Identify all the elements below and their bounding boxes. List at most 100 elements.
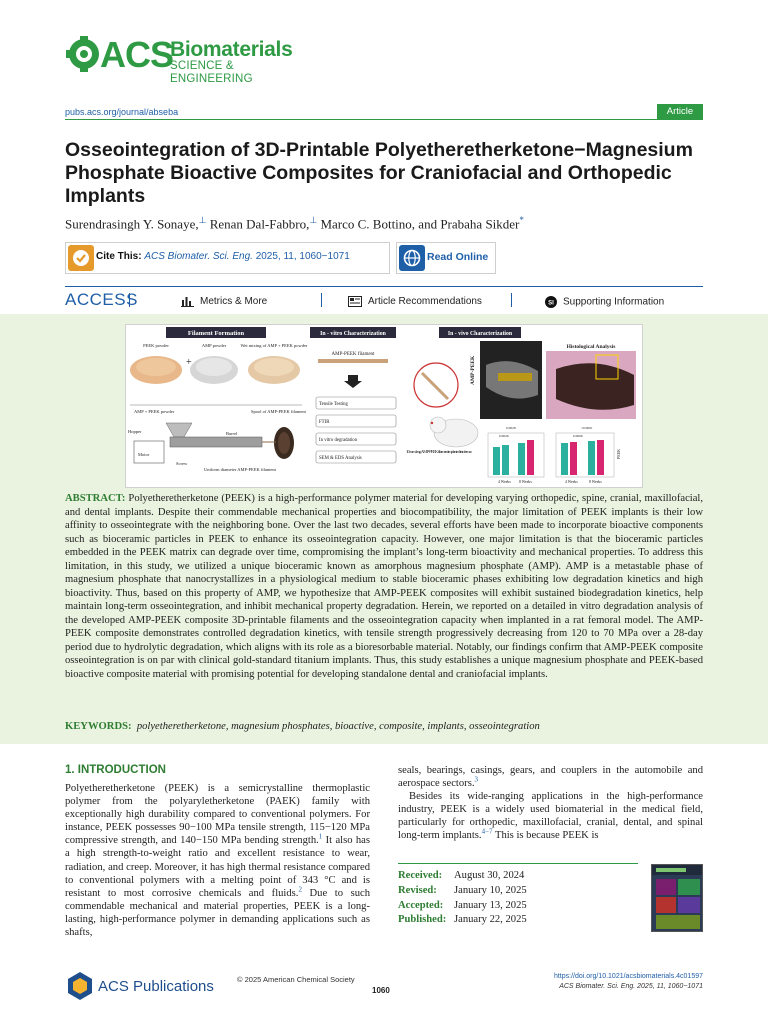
date-label: Accepted: bbox=[398, 899, 444, 911]
date-value: January 13, 2025 bbox=[454, 899, 527, 911]
extruder-label: AMP + PEEK powder bbox=[134, 409, 175, 414]
text-run: seals, bearings, casings, gears, and cou… bbox=[398, 765, 703, 790]
author-list: Surendrasingh Y. Sonaye,⊥ Renan Dal-Fabb… bbox=[65, 215, 705, 232]
abstract: ABSTRACT: Polyetheretherketone (PEEK) is… bbox=[65, 492, 703, 681]
test-label: FTIR bbox=[319, 420, 330, 425]
cite-label: Cite This: bbox=[96, 251, 142, 262]
intro-paragraph: seals, bearings, casings, gears, and cou… bbox=[398, 764, 703, 790]
divider bbox=[511, 293, 512, 307]
reference-link[interactable]: 2 bbox=[298, 885, 302, 894]
test-label: Tensile Testing bbox=[319, 402, 349, 407]
date-label: Revised: bbox=[398, 884, 437, 896]
panel4-title: Histological Analysis bbox=[567, 344, 616, 350]
reference-link[interactable]: 3 bbox=[474, 775, 478, 784]
extruder-label: Uniform diameter AMP-PEEK filament bbox=[204, 467, 277, 472]
degradation-chart: 4 Weeks 8 Weeks 0.0028 0.0026 bbox=[487, 426, 545, 484]
intro-left-column: Polyetheretherketone (PEEK) is a semicry… bbox=[65, 782, 370, 939]
logo-title: Biomaterials bbox=[170, 38, 293, 61]
keywords-label: KEYWORDS: bbox=[65, 721, 132, 732]
page-number: 1060 bbox=[372, 986, 390, 995]
author-name[interactable]: Renan Dal-Fabbro, bbox=[209, 216, 310, 232]
access-rule bbox=[65, 286, 703, 287]
pvalue: 0.0006 bbox=[573, 434, 583, 438]
panel3-title: In - vivo Characterization bbox=[448, 331, 513, 337]
document-icon bbox=[348, 296, 362, 307]
read-online-button[interactable]: Read Online bbox=[396, 242, 496, 274]
pvalue: 0.0026 bbox=[499, 434, 509, 438]
si-icon: SI bbox=[545, 296, 557, 308]
date-row: Published:January 22, 2025 bbox=[398, 913, 638, 928]
acs-hexagon-icon bbox=[66, 36, 99, 72]
cite-this-box[interactable]: Cite This: ACS Biomater. Sci. Eng. 2025,… bbox=[65, 242, 390, 274]
chart-label: 8 Weeks bbox=[519, 480, 532, 484]
acs-publications-icon bbox=[68, 972, 92, 1000]
journal-cover-thumbnail[interactable] bbox=[651, 864, 703, 932]
metrics-label: Metrics & More bbox=[200, 296, 268, 308]
reference-link[interactable]: 4−7 bbox=[481, 827, 493, 836]
publisher-name: ACS Publications bbox=[98, 978, 214, 995]
abstract-text: Polyetheretherketone (PEEK) is a high-pe… bbox=[65, 493, 704, 680]
amp-peek-tag: AMP-PEEK bbox=[470, 355, 476, 385]
logo-subtitle: SCIENCE & ENGINEERING bbox=[170, 60, 253, 85]
dates-rule bbox=[398, 863, 638, 864]
chart-label: 4 Weeks bbox=[498, 480, 511, 484]
metrics-link[interactable]: Metrics & More bbox=[181, 296, 267, 307]
recommendations-link[interactable]: Article Recommendations bbox=[348, 296, 482, 307]
reference-link[interactable]: 1 bbox=[318, 832, 323, 841]
keywords-list[interactable]: polyetheretherketone, magnesium phosphat… bbox=[136, 721, 540, 732]
checkmark-icon bbox=[68, 245, 94, 271]
chart-label: 4 Weeks bbox=[565, 480, 578, 484]
author-mark: ⊥ bbox=[309, 215, 318, 225]
graphical-abstract[interactable]: Filament Formation PEEK powder AMP powde… bbox=[125, 324, 643, 488]
supporting-info-link[interactable]: SI Supporting Information bbox=[545, 296, 664, 308]
cite-journal[interactable]: ACS Biomater. Sci. Eng. bbox=[144, 251, 253, 262]
journal-url-link[interactable]: pubs.acs.org/journal/abseba bbox=[65, 107, 179, 117]
extruder-label: Barrel bbox=[226, 431, 238, 436]
extruder-label: Spool of AMP-PEEK filament bbox=[251, 409, 307, 414]
date-value: January 10, 2025 bbox=[454, 884, 527, 896]
copyright: © 2025 American Chemical Society bbox=[237, 975, 355, 984]
intro-paragraph: Polyetheretherketone (PEEK) is a semicry… bbox=[65, 782, 370, 939]
powder-label: Wet mixing of AMP + PEEK powder bbox=[240, 343, 308, 348]
pvalue: <0.0001 bbox=[581, 426, 593, 430]
extruder-label: Hopper bbox=[128, 429, 142, 434]
pvalue: 0.0028 bbox=[506, 426, 516, 430]
test-label: In vitro degradation bbox=[319, 438, 358, 443]
date-label: Received: bbox=[398, 870, 443, 881]
date-value: August 30, 2024 bbox=[454, 870, 525, 881]
author-name[interactable]: Surendrasingh Y. Sonaye, bbox=[65, 216, 199, 232]
extruder-label: Motor bbox=[138, 452, 150, 457]
date-row: Received: August 30, 2024 bbox=[398, 869, 638, 884]
divider bbox=[129, 293, 130, 307]
access-label: ACCESS bbox=[65, 290, 138, 309]
acs-publications-logo[interactable]: ACS Publications bbox=[66, 970, 246, 1000]
svg-text:SI: SI bbox=[548, 301, 554, 307]
recommendations-label: Article Recommendations bbox=[368, 296, 482, 308]
section-heading: 1. INTRODUCTION bbox=[65, 764, 166, 776]
panel2-title: In - vitro Characterization bbox=[320, 331, 387, 337]
author-name[interactable]: Marco C. Bottino, and bbox=[320, 216, 438, 232]
journal-logo[interactable]: ACS Biomaterials SCIENCE & ENGINEERING bbox=[66, 34, 293, 85]
footer-citation: ACS Biomater. Sci. Eng. 2025, 11, 1060−1… bbox=[559, 982, 703, 990]
filament-label: AMP-PEEK filament bbox=[332, 352, 376, 357]
chart-legend: PEEK bbox=[616, 449, 621, 459]
publication-dates: Received: August 30, 2024 Revised: January… bbox=[398, 869, 638, 928]
extruder-label: Screw bbox=[176, 461, 188, 466]
logo-acs-text: ACS bbox=[100, 34, 174, 75]
panel1-title: Filament Formation bbox=[188, 330, 245, 337]
globe-icon bbox=[399, 245, 425, 271]
chart-label: 8 Weeks bbox=[589, 480, 602, 484]
supporting-info-label: Supporting Information bbox=[563, 296, 665, 308]
cite-details[interactable]: 2025, 11, 1060−1071 bbox=[255, 251, 350, 262]
abstract-label: ABSTRACT: bbox=[65, 493, 126, 504]
text-run: It also has a high strength-to-weight ra… bbox=[65, 835, 370, 899]
divider bbox=[321, 293, 322, 307]
svg-text:+: + bbox=[186, 357, 192, 368]
author-name[interactable]: Prabaha Sikder bbox=[440, 216, 520, 232]
keywords: KEYWORDS: polyetheretherketone, magnesiu… bbox=[65, 720, 703, 733]
bar-chart-icon bbox=[181, 297, 194, 307]
doi-link[interactable]: https://doi.org/10.1021/acsbiomaterials.… bbox=[553, 973, 703, 980]
author-mark: ⊥ bbox=[198, 215, 207, 225]
text-run: Polyetheretherketone (PEEK) is a semicry… bbox=[65, 783, 370, 847]
footer-doi: https://doi.org/10.1021/acsbiomaterials.… bbox=[520, 972, 703, 991]
